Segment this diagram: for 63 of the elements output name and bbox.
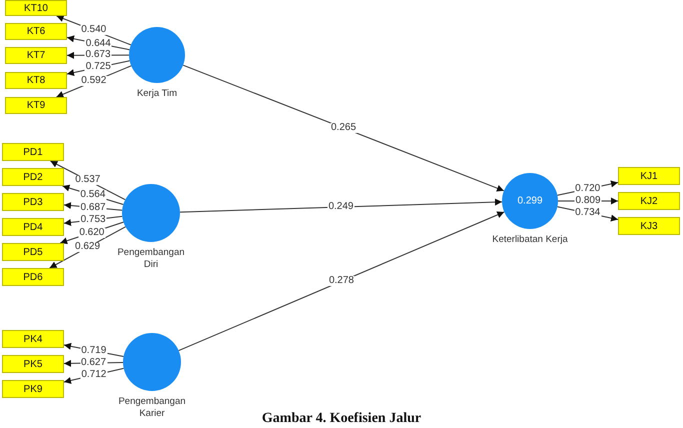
indicator-label: PK5 [24, 358, 42, 370]
indicator-label: KT6 [26, 26, 46, 37]
indicator-label: KJ1 [640, 170, 658, 182]
indicator-box [618, 167, 680, 185]
arrow [182, 64, 504, 192]
arrow [178, 212, 505, 352]
indicator-label: KT8 [26, 75, 46, 86]
indicator-box [2, 168, 64, 186]
edge-label: 0.734 [574, 208, 602, 218]
indicator-box [2, 143, 64, 161]
indicator-box [618, 217, 680, 235]
indicator-box [2, 355, 64, 373]
edge-label: 0.627 [80, 358, 108, 368]
indicator-box [5, 97, 67, 114]
arrow [180, 198, 502, 213]
indicator-box [5, 23, 67, 40]
indicator-label: PD1 [23, 146, 43, 158]
indicator-label: PD6 [23, 272, 43, 282]
indicator-label: PD4 [23, 222, 43, 232]
indicator-box [2, 380, 64, 398]
figure-caption: Gambar 4. Koefisien Jalur [262, 411, 422, 426]
edge-label: 0.644 [84, 38, 112, 49]
indicator-label: PD2 [23, 172, 43, 182]
edge-label: 0.537 [74, 175, 102, 186]
indicator-label: KJ2 [640, 196, 658, 206]
edge-label: 0.809 [574, 196, 602, 206]
edge-label: 0.564 [79, 190, 106, 200]
indicator-box [2, 268, 64, 286]
r-squared-value: 0.299 [517, 196, 543, 206]
edge-label: 0.720 [574, 184, 602, 194]
edge-label: 0.620 [78, 228, 106, 238]
edge-label: 0.687 [80, 202, 107, 213]
indicator-box [2, 218, 64, 236]
indicator-label: PK9 [24, 384, 42, 394]
edge-label: 0.265 [330, 123, 358, 133]
edge-label: 0.592 [80, 76, 108, 86]
latent-variable-label: Keterlibatan Kerja [491, 234, 569, 246]
latent-variable-label: Kerja Tim [136, 88, 178, 100]
indicator-label: PD3 [23, 196, 43, 208]
indicator-box [5, 0, 67, 16]
edge-label: 0.540 [80, 25, 108, 36]
indicator-box [618, 192, 680, 210]
latent-variable-label: Pengembangan Diri [116, 247, 186, 271]
indicator-box [2, 243, 64, 261]
edge-label: 0.673 [84, 50, 112, 60]
indicator-label: KT10 [24, 2, 48, 14]
edge-label: 0.719 [80, 346, 108, 356]
edge-label: 0.278 [328, 276, 355, 286]
latent-variable-label: Pengembangan Karier [117, 396, 187, 420]
indicator-box [5, 72, 67, 89]
edge-label: 0.753 [80, 214, 107, 225]
indicator-label: PD5 [23, 246, 43, 258]
edge-label: 0.249 [327, 202, 354, 212]
edge-label: 0.725 [84, 62, 112, 72]
edge-label: 0.712 [80, 370, 108, 380]
indicator-label: KT7 [26, 50, 46, 61]
indicator-label: KJ3 [640, 220, 658, 232]
indicator-box [2, 330, 64, 348]
indicator-label: PK4 [24, 334, 42, 344]
indicator-box [5, 47, 67, 64]
indicator-box [2, 193, 64, 211]
edge-label: 0.629 [74, 242, 102, 252]
indicator-label: KT9 [26, 100, 46, 111]
